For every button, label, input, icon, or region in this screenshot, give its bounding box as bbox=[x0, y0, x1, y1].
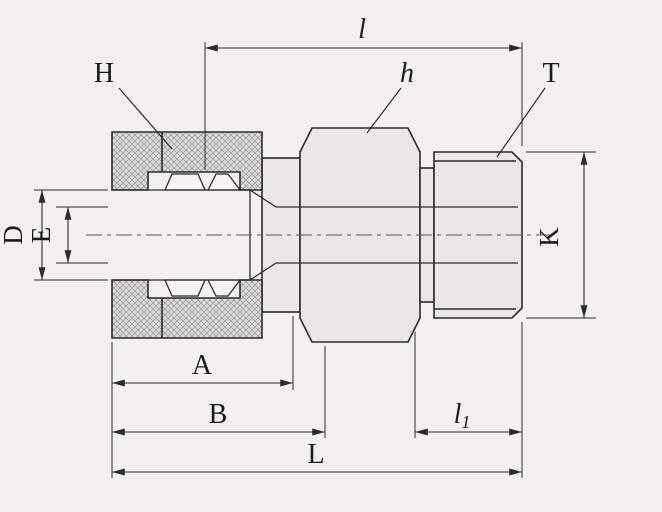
label-A: A bbox=[192, 350, 213, 381]
dimension-l1: l1 bbox=[414, 322, 523, 478]
back-ferrule-top bbox=[164, 173, 206, 191]
fitting-body bbox=[86, 127, 552, 343]
dimension-D: D bbox=[0, 189, 108, 281]
leader-line bbox=[366, 87, 402, 134]
label-l1-subscript: 1 bbox=[461, 412, 470, 432]
seat-cone-bottom bbox=[249, 262, 277, 281]
label-D: D bbox=[0, 225, 28, 245]
dimension-T: T bbox=[496, 58, 560, 158]
label-l1-base: l bbox=[454, 399, 462, 430]
label-K: K bbox=[534, 227, 564, 247]
label-l1: l1 bbox=[454, 399, 471, 432]
leader-line bbox=[496, 87, 546, 158]
seat-cone-top bbox=[249, 189, 277, 208]
dimension-B: B bbox=[112, 346, 326, 438]
dimension-l: l bbox=[204, 14, 523, 170]
dimension-K: K bbox=[526, 151, 596, 319]
label-T: T bbox=[542, 58, 559, 89]
front-ferrule-top bbox=[206, 173, 242, 191]
dimension-L: L bbox=[112, 439, 522, 476]
label-E: E bbox=[26, 227, 56, 244]
dimension-E: E bbox=[26, 206, 108, 264]
dimension-h: h bbox=[366, 58, 414, 134]
back-ferrule-bottom bbox=[164, 279, 206, 297]
label-L: L bbox=[307, 439, 324, 470]
front-ferrule-bottom bbox=[206, 279, 242, 297]
dimension-A: A bbox=[111, 316, 294, 478]
label-h: h bbox=[400, 58, 414, 89]
label-H: H bbox=[94, 58, 114, 89]
label-B: B bbox=[209, 399, 228, 430]
leader-line bbox=[118, 87, 173, 150]
dimension-H: H bbox=[94, 58, 173, 150]
label-l: l bbox=[358, 14, 366, 45]
